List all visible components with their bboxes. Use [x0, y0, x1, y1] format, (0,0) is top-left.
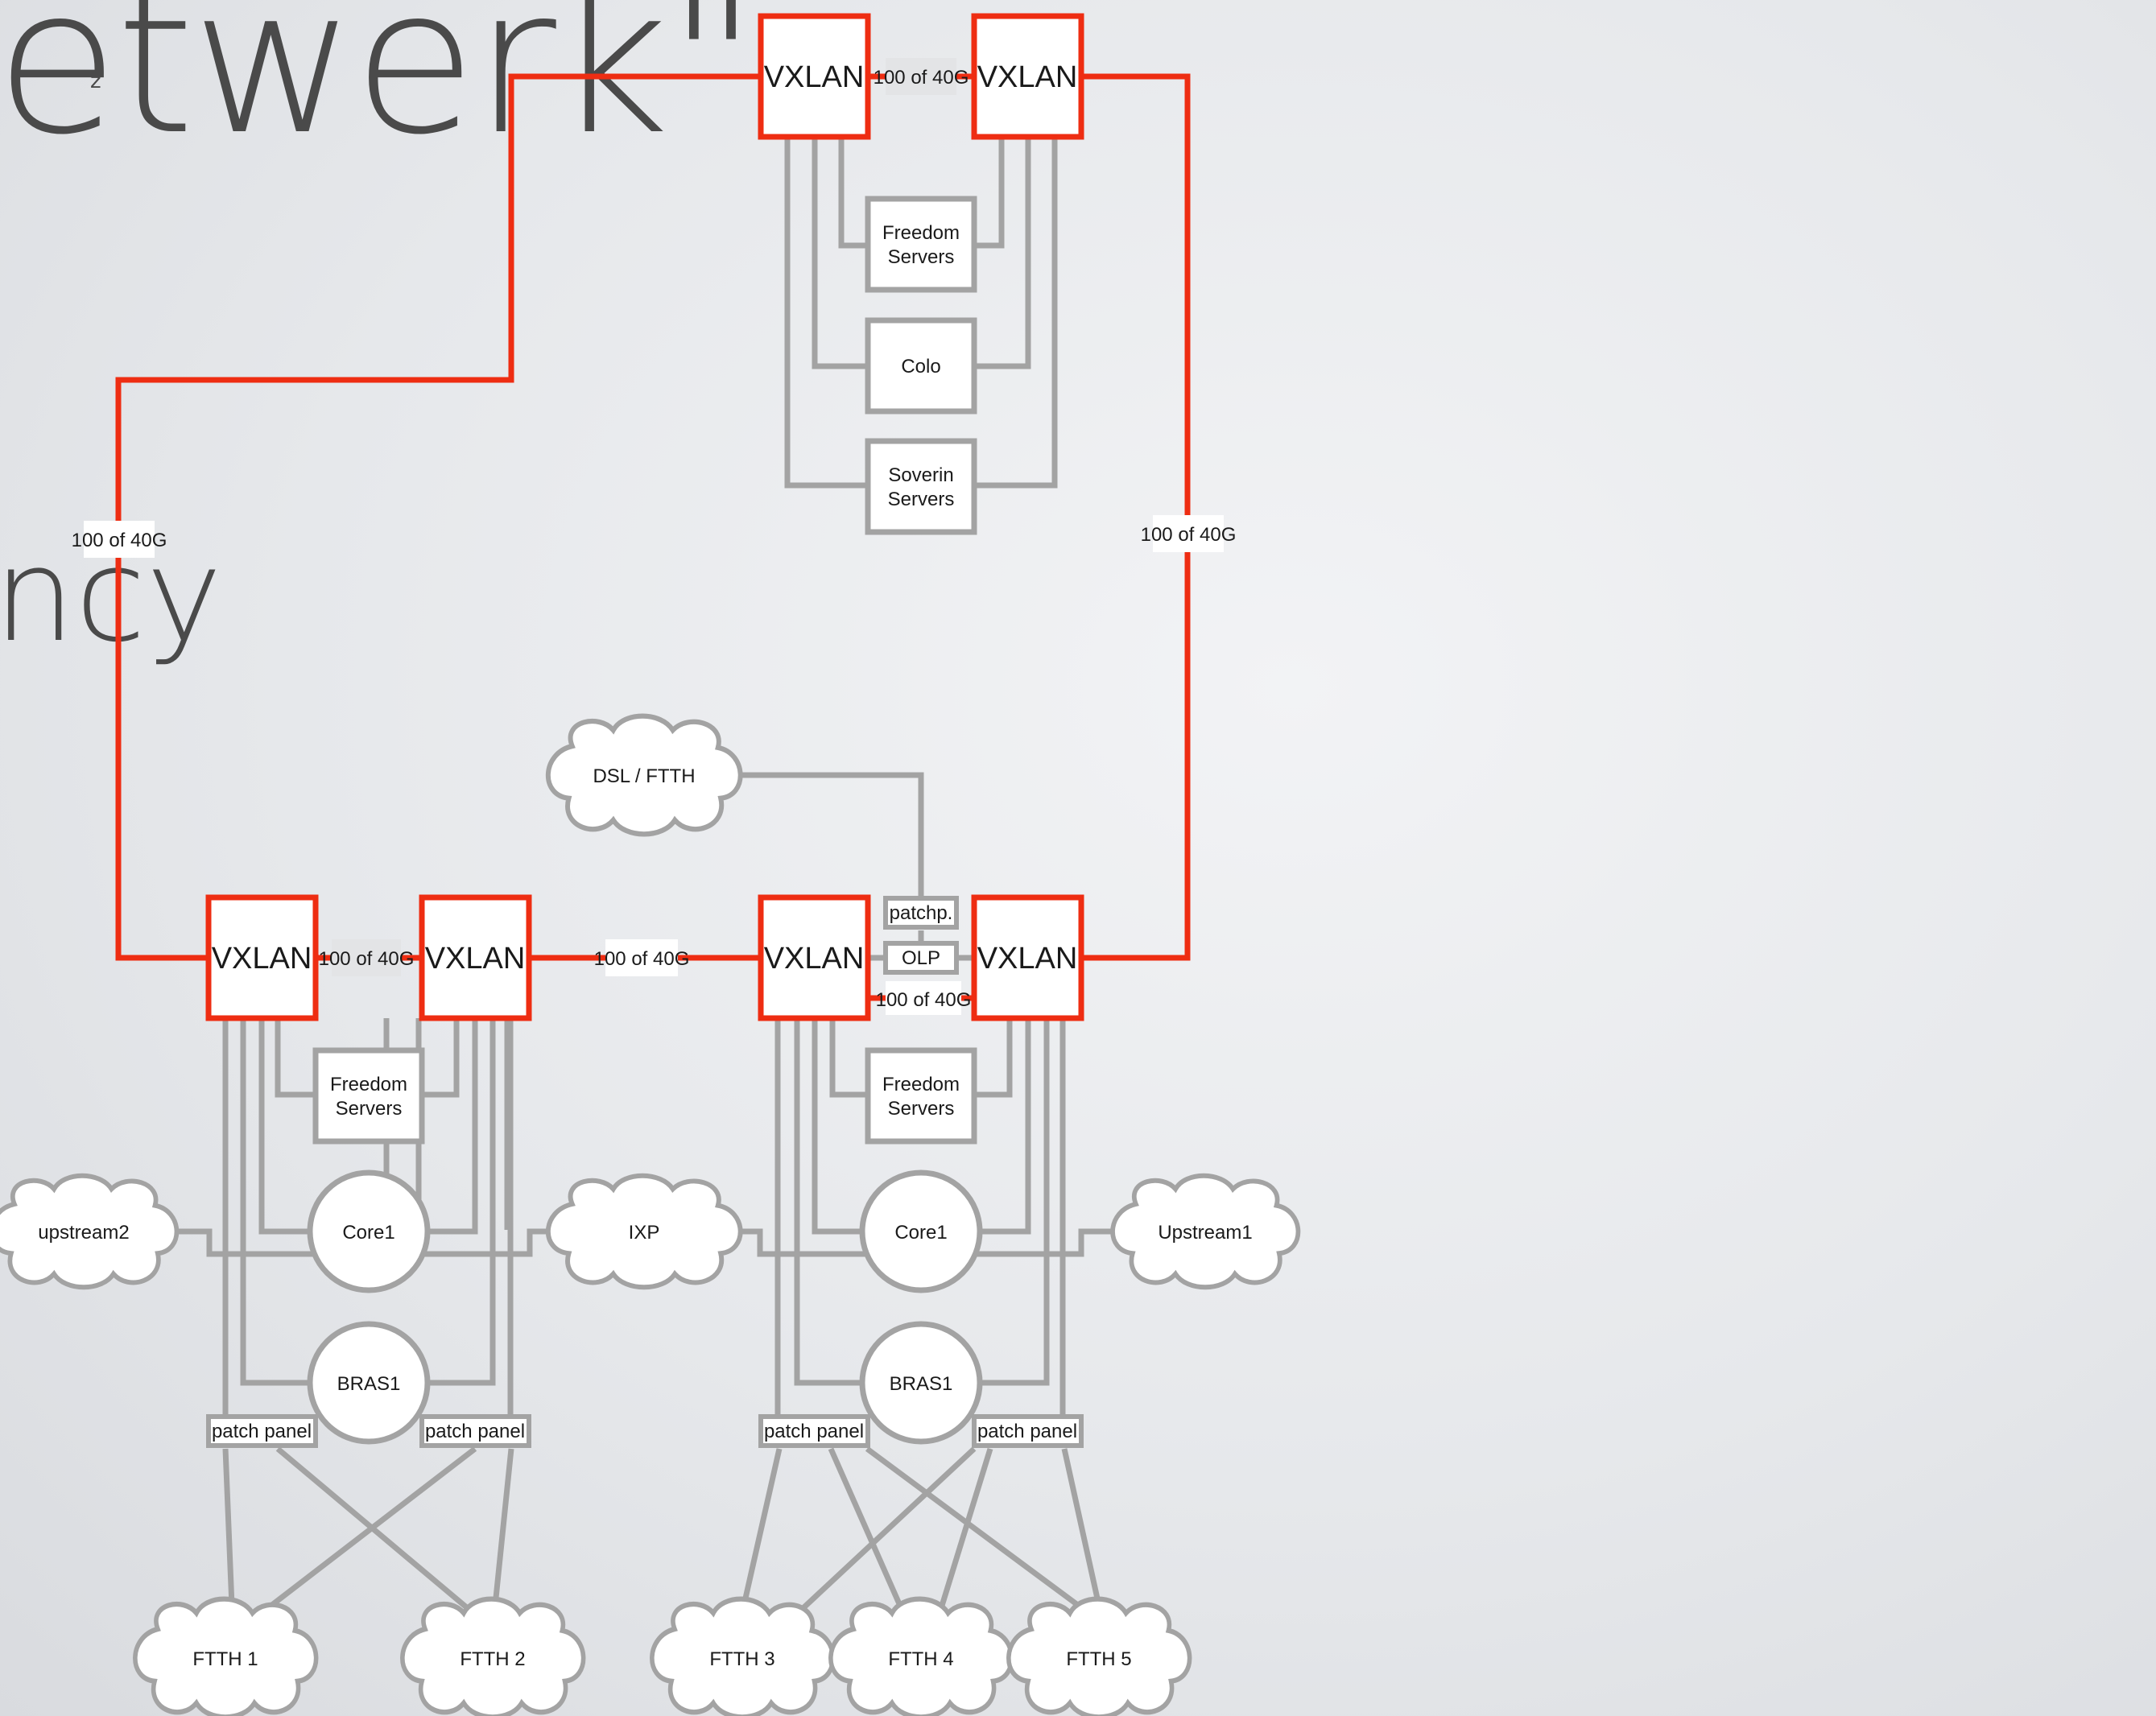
cloud-upstream1-label: Upstream1: [1158, 1222, 1252, 1244]
svg-text:Freedom: Freedom: [882, 222, 960, 244]
slide-title-fragment: etwerk": [0, 0, 759, 179]
svg-text:100 of 40G: 100 of 40G: [594, 948, 690, 970]
core1-site1: Core1: [307, 1169, 431, 1293]
svg-text:VXLAN: VXLAN: [977, 942, 1078, 976]
svg-text:Core1: Core1: [894, 1222, 947, 1244]
svg-text:patch panel: patch panel: [764, 1421, 864, 1442]
link-label-site1-pair: 100 of 40G: [319, 939, 415, 976]
soverin-servers: Soverin Servers: [865, 438, 977, 535]
patch-panel-1: patch panel: [206, 1414, 318, 1448]
svg-text:Freedom: Freedom: [330, 1074, 407, 1095]
svg-text:Freedom: Freedom: [882, 1074, 960, 1095]
svg-text:VXLAN: VXLAN: [977, 60, 1078, 94]
patch-panel-3: patch panel: [758, 1414, 870, 1448]
vxlan-site1-left: VXLAN: [205, 894, 319, 1021]
cloud-ftth-4-label: FTTH 4: [888, 1648, 953, 1670]
freedom-servers-site1: Freedom Servers: [312, 1047, 425, 1145]
svg-text:Colo: Colo: [901, 356, 940, 377]
cloud-ftth-2-label: FTTH 2: [460, 1648, 525, 1670]
bras1-site2: BRAS1: [859, 1321, 983, 1445]
cloud-ixp-label: IXP: [629, 1222, 660, 1244]
link-label-left: 100 of 40G: [72, 521, 167, 558]
freedom-servers-top: Freedom Servers: [865, 196, 977, 293]
link-label-inter-site: 100 of 40G: [594, 939, 690, 976]
link-label-right: 100 of 40G: [1141, 515, 1237, 552]
patch-panel-2: patch panel: [419, 1414, 531, 1448]
svg-text:patchp.: patchp.: [890, 902, 953, 924]
olp-box: OLP: [883, 941, 959, 975]
svg-text:VXLAN: VXLAN: [212, 942, 312, 976]
svg-text:100 of 40G: 100 of 40G: [319, 948, 415, 970]
svg-text:BRAS1: BRAS1: [337, 1373, 401, 1395]
slide-stray-letter: z: [90, 69, 101, 93]
svg-text:100 of 40G: 100 of 40G: [876, 989, 972, 1011]
patchp-box: patchp.: [883, 896, 959, 930]
svg-text:patch panel: patch panel: [425, 1421, 525, 1442]
svg-text:100 of 40G: 100 of 40G: [1141, 524, 1237, 546]
vxlan-top-left: VXLAN: [758, 13, 871, 140]
svg-text:Core1: Core1: [342, 1222, 394, 1244]
vxlan-site2-left: VXLAN: [758, 894, 871, 1021]
core1-site2: Core1: [859, 1169, 983, 1293]
svg-text:Servers: Servers: [336, 1098, 403, 1120]
vxlan-top-right: VXLAN: [971, 13, 1084, 140]
cloud-ftth-3-label: FTTH 3: [709, 1648, 774, 1670]
cloud-ftth-1-label: FTTH 1: [192, 1648, 258, 1670]
cloud-dsl-ftth-label: DSL / FTTH: [593, 765, 695, 787]
svg-text:VXLAN: VXLAN: [425, 942, 526, 976]
svg-text:patch panel: patch panel: [977, 1421, 1077, 1442]
svg-text:VXLAN: VXLAN: [764, 60, 865, 94]
svg-text:Servers: Servers: [888, 1098, 955, 1120]
svg-text:VXLAN: VXLAN: [764, 942, 865, 976]
vxlan-site1-right: VXLAN: [419, 894, 532, 1021]
cloud-ftth-5-label: FTTH 5: [1066, 1648, 1131, 1670]
bras1-site1: BRAS1: [307, 1321, 431, 1445]
svg-text:patch panel: patch panel: [212, 1421, 312, 1442]
vxlan-site2-right: VXLAN: [971, 894, 1084, 1021]
svg-text:OLP: OLP: [902, 947, 940, 969]
link-label-top: 100 of 40G: [874, 58, 969, 95]
freedom-servers-site2: Freedom Servers: [865, 1047, 977, 1145]
svg-text:Servers: Servers: [888, 489, 955, 510]
svg-text:100 of 40G: 100 of 40G: [72, 530, 167, 551]
svg-text:Soverin: Soverin: [888, 464, 953, 486]
svg-text:Servers: Servers: [888, 246, 955, 268]
link-label-site2-pair: 100 of 40G: [876, 981, 972, 1015]
colo-box: Colo: [865, 317, 977, 415]
svg-text:BRAS1: BRAS1: [890, 1373, 953, 1395]
svg-text:100 of 40G: 100 of 40G: [874, 67, 969, 89]
patch-panel-4: patch panel: [972, 1414, 1084, 1448]
access-links: [147, 133, 1143, 1620]
cloud-upstream2-label: upstream2: [38, 1222, 129, 1244]
